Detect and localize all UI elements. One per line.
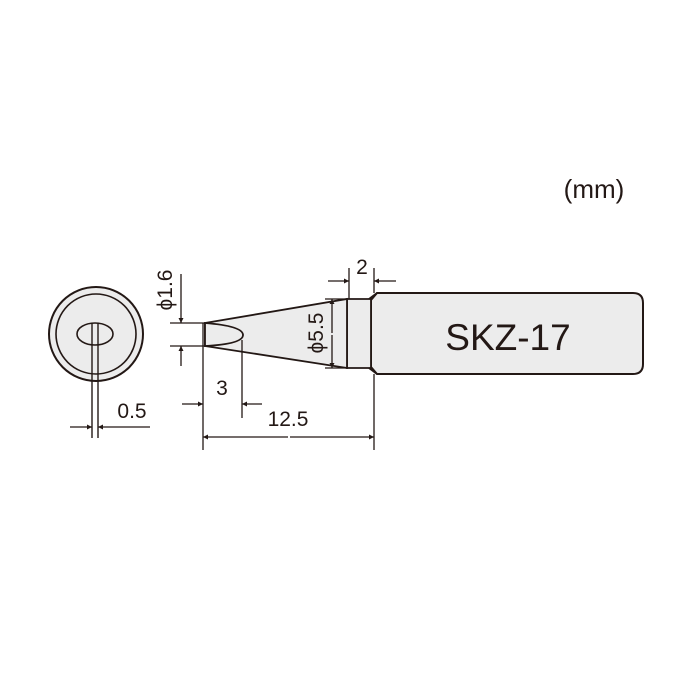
tip-body [370,292,644,375]
side-view: SKZ-17 ϕ1.6 ϕ5.5 2 3 [154,256,644,450]
tip-length-label: 3 [216,377,228,400]
units-label: (mm) [564,174,625,204]
shoulder-collar [346,298,372,369]
end-view-tip-ellipse [76,322,114,346]
shoulder-length-label: 2 [356,256,368,279]
chisel-tip [204,322,244,347]
model-label: SKZ-17 [445,317,570,358]
taper-diameter-label: ϕ5.5 [305,313,328,354]
slot-width-label: 0.5 [117,400,146,423]
overall-length-label: 12.5 [268,408,309,431]
tip-diameter-label: ϕ1.6 [154,270,177,311]
end-view: 0.5 [48,286,150,438]
